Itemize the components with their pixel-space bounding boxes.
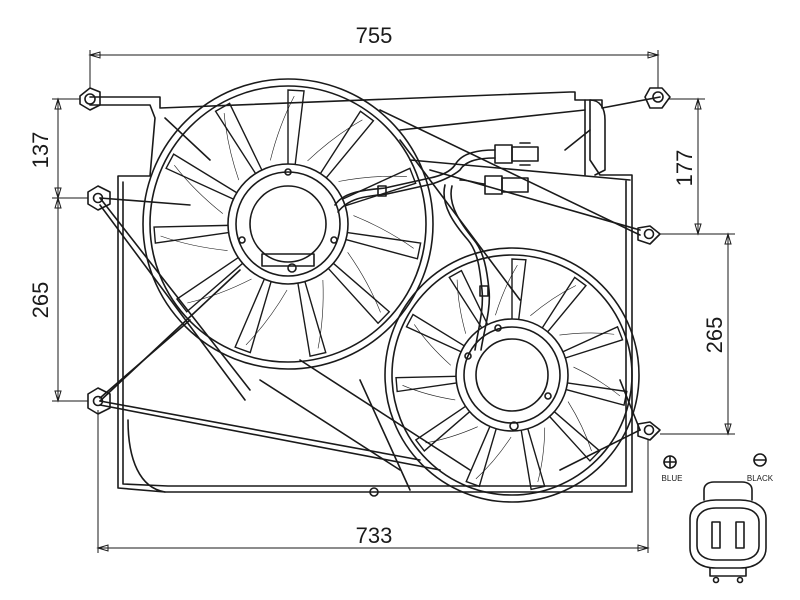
fan-large-blade-edge [187,278,252,304]
fan-shroud [89,91,661,493]
fan-small-spoke [465,426,497,488]
fan-large-blade-edge [270,96,295,161]
fan-small-blade-edge [573,366,621,397]
mounting-brackets [79,87,671,497]
fan-small-spoke [448,269,489,329]
connector-plug [663,453,767,584]
fan-large-spoke [345,231,422,260]
fan-large-spoke [327,262,391,325]
fan-large-blade-edge [245,289,288,346]
fan-large-blade-edge [307,119,363,162]
fan-large-blade-edge [174,165,224,214]
fan-small-spoke [520,428,546,491]
fan-large-spoke [153,224,229,244]
fan-small-spoke [541,276,587,333]
fan-small [384,247,640,503]
fan-large-spoke [234,278,272,354]
fan-small-spoke [511,258,527,320]
fan-small-blade-edge [414,324,451,366]
fan-small-blade-edge [537,427,546,483]
wiring-harness [334,129,591,351]
fan-small-spoke [414,405,471,452]
fan-small-spoke [395,375,457,393]
dimension-top-width: 755 [356,23,393,48]
negative-wire-label: BLACK [747,474,774,483]
positive-wire-label: BLUE [662,474,683,483]
fan-small-blade-edge [475,436,512,480]
fan-large-blade-edge [353,215,414,249]
dimension-left-mid: 265 [28,282,53,319]
dimension-right-mid: 265 [702,317,727,354]
fan-small-blade-edge [530,285,577,316]
fan-large-spoke [165,153,238,200]
dimension-lines [52,50,735,553]
fan-small-spoke [565,382,628,407]
fan-large-blade-edge [223,113,240,181]
dimension-bottom-width: 733 [356,523,393,548]
dimension-right-top: 177 [672,150,697,187]
fan-large-spoke [175,257,244,313]
fan-large [142,78,434,370]
fan-large-spoke [297,281,327,358]
fan-large-spoke [287,89,305,165]
fan-large-spoke [319,110,375,179]
fan-small-blade-edge [495,264,518,316]
fan-small-spoke [405,313,465,353]
fan-small-blade-edge [402,385,456,401]
fan-large-blade-edge [347,252,381,313]
cross-struts [99,109,641,491]
fan-small-blade-edge [425,426,478,444]
fan-small-blade-edge [567,401,592,452]
fan-large-blade-edge [317,280,324,349]
fan-large-blade-edge [160,235,228,251]
fan-small-blade-edge [456,279,467,334]
fan-small-spoke [562,325,624,359]
fan-small-spoke [549,411,601,462]
dimension-left-top: 137 [28,132,53,169]
fan-small-blade-edge [559,332,615,336]
fan-large-spoke [214,102,263,174]
fan-large-blade-edge [338,175,407,182]
